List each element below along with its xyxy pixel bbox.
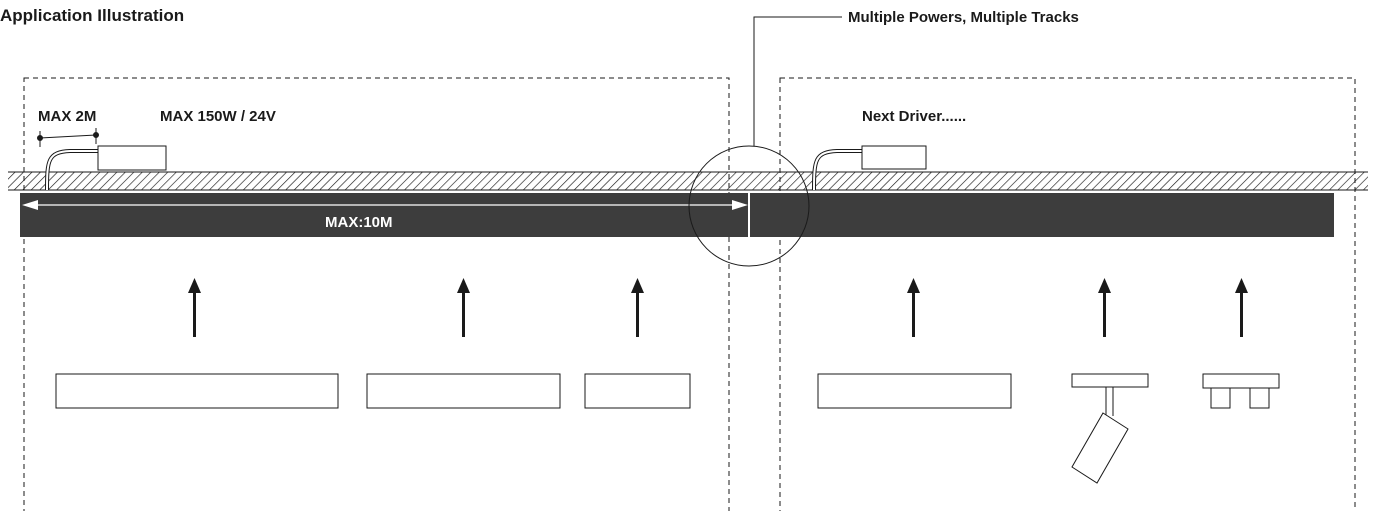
up-arrow-icon xyxy=(188,278,201,337)
right-driver-box xyxy=(861,145,927,170)
cable-length-label: MAX 2M xyxy=(38,108,96,125)
up-arrow-icon xyxy=(1235,278,1248,337)
twin-spot-icon xyxy=(1202,373,1280,409)
up-arrow-icon xyxy=(1098,278,1111,337)
left-driver-box xyxy=(97,145,167,171)
diagram-title: Application Illustration xyxy=(0,6,184,25)
driver-rating-label: MAX 150W / 24V xyxy=(160,108,276,125)
linear-module-short xyxy=(584,373,691,409)
linear-module-medium xyxy=(366,373,561,409)
linear-module-long xyxy=(55,373,339,409)
callout-label: Multiple Powers, Multiple Tracks xyxy=(848,9,1079,26)
right-panel-frame xyxy=(779,77,1356,511)
track-right xyxy=(750,193,1334,237)
track-left xyxy=(20,193,748,237)
cable-length-dimension xyxy=(37,128,99,147)
length-label: MAX:10M xyxy=(325,214,393,231)
length-dimension-arrow xyxy=(22,200,748,210)
next-driver-label: Next Driver...... xyxy=(862,108,966,125)
joint-callout-circle xyxy=(688,145,810,267)
spotlight-icon xyxy=(1071,373,1149,484)
up-arrow-icon xyxy=(457,278,470,337)
up-arrow-icon xyxy=(907,278,920,337)
left-panel-frame xyxy=(23,77,730,511)
linear-module-right xyxy=(817,373,1012,409)
hatched-ceiling xyxy=(8,172,1368,190)
up-arrow-icon xyxy=(631,278,644,337)
callout-leader-line xyxy=(753,16,842,146)
